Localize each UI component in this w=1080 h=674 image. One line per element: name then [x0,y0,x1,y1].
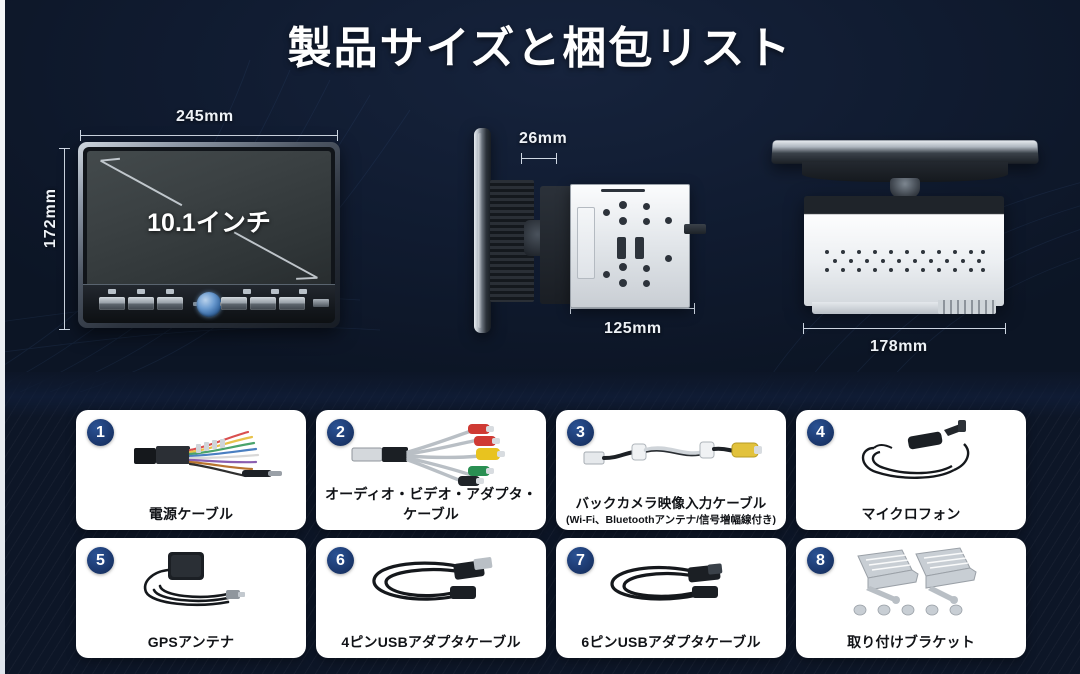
page-title: 製品サイズと梱包リスト [287,24,793,73]
wifi-button [157,297,183,310]
front-width-rule [80,130,338,141]
right-button-group [221,297,305,310]
top-width-label: 178mm [870,338,928,355]
accessory-card-3[interactable]: 3 バックカメラ映像入力ケーブル (Wi-Fi、Bluetoothアンテナ/信号… [556,410,786,530]
accessory-card-1[interactable]: 1 [76,410,306,530]
card-label: GPSアンテナ [147,634,235,650]
accessory-card-2[interactable]: 2 [316,410,546,530]
side-screen-panel [474,128,491,333]
chassis-hole [603,209,610,216]
volume-knob [196,292,222,317]
top-main-body [804,196,1004,306]
front-height-rule [59,148,70,330]
front-view-device: 10.1インチ [78,142,340,328]
card-number-badge: 8 [807,547,834,574]
top-screen-panel [771,140,1039,164]
side-depth-rule [570,303,695,314]
card-number-badge: 7 [567,547,594,574]
card-label: 電源ケーブル [148,506,234,522]
pause-icon [271,289,279,294]
usb-cable-6pin-icon [610,563,723,601]
top-screen-shade [802,162,1008,182]
phone-button [128,297,154,310]
forward-button [279,297,305,310]
chassis-hole [603,271,610,278]
side-connector [684,224,706,234]
rewind-button [221,297,247,310]
card-label: 取り付けブラケット [847,634,975,650]
chassis-hole [643,280,650,287]
chassis-hole [643,203,650,210]
device-control-bar [83,284,335,323]
card-number-badge: 2 [327,419,354,446]
side-chassis [570,184,690,308]
top-connector-pins [938,300,996,314]
screen-diagonal-arrow-icon [100,157,318,280]
ventilation-grid-icon [825,250,985,272]
side-thickness-label: 26mm [519,130,568,147]
card-sublabel: (Wi-Fi、Bluetoothアンテナ/信号増幅線付き) [565,514,777,526]
accessory-card-8[interactable]: 8 [796,538,1026,658]
chassis-hole [665,217,672,224]
front-height-label: 172mm [42,188,59,249]
chassis-hole [619,201,627,209]
front-width-label: 245mm [176,108,234,125]
home-button [99,297,125,310]
chassis-slot [635,237,644,259]
card-number-badge: 4 [807,419,834,446]
pause-button [250,297,276,310]
screen-size-label: 10.1インチ [147,209,271,237]
chassis-bracket-left [577,207,595,279]
card-label: 6ピンUSBアダプタケーブル [581,634,761,650]
usb-cable-4pin-icon [372,557,493,601]
top-view-device [771,140,1039,330]
side-thickness-rule [521,153,557,164]
phone-icon [137,289,145,294]
rewind-icon [243,289,251,294]
chassis-top-slot [601,189,645,192]
top-swivel-mount [890,178,920,198]
power-harness-cable-icon [134,430,282,478]
chassis-hole [619,263,627,271]
chassis-slot [617,237,626,259]
card-label: マイクロフォン [861,506,961,522]
side-depth-label: 125mm [604,320,662,337]
card-number-badge: 3 [567,419,594,446]
top-width-rule [803,323,1006,334]
accessory-card-grid: 1 [76,410,1026,658]
card-number-badge: 6 [327,547,354,574]
card-number-badge: 1 [87,419,114,446]
chassis-hole [665,255,672,262]
mounting-bracket-icon [853,547,977,616]
chassis-hole [643,218,650,225]
left-edge-strip [0,0,5,674]
side-view-device [462,128,712,338]
forward-icon [299,289,307,294]
card-label: 4ピンUSBアダプタケーブル [341,634,521,650]
accessory-card-6[interactable]: 6 4ピンUSBアダプタケーブル [316,538,546,658]
home-icon [108,289,116,294]
card-label: オーディオ・ビデオ・アダプタ・ケーブル [324,486,538,522]
chassis-hole [619,217,627,225]
device-screen: 10.1インチ [87,151,331,291]
card-label: バックカメラ映像入力ケーブル [575,496,767,511]
microphone-icon [861,420,970,479]
accessory-card-7[interactable]: 7 6ピンUSBアダプタケーブル [556,538,786,658]
wifi-icon [166,289,174,294]
reset-button [313,299,329,307]
front-device-body: 10.1インチ [83,147,335,323]
left-button-group [99,297,183,310]
chassis-hole [619,279,627,287]
card-number-badge: 5 [87,547,114,574]
av-adapter-cable-icon [351,424,505,486]
chassis-hole [643,265,650,272]
backup-camera-cable-icon [583,441,762,465]
gps-antenna-icon [143,552,245,607]
accessory-card-4[interactable]: 4 マイクロフォン [796,410,1026,530]
accessory-card-5[interactable]: 5 GPSアンテナ [76,538,306,658]
